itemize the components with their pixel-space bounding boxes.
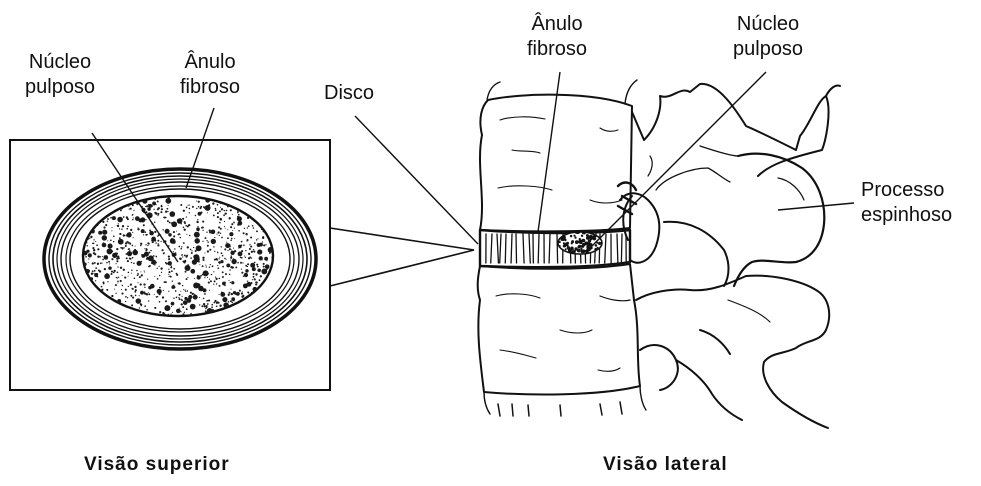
magnify-connector: [330, 228, 474, 286]
lateral-disc: [480, 230, 630, 267]
caption-superior: Visão superior: [84, 454, 230, 476]
lateral-view: [478, 80, 840, 428]
lower-posterior-elements: [636, 276, 829, 428]
upper-posterior-elements: [632, 84, 829, 176]
spinous-process: [734, 154, 824, 286]
leader-top-annulus: [186, 108, 214, 188]
disc-label: Disco: [324, 81, 374, 106]
top-view-inset: [10, 108, 474, 390]
leader-lateral-annulus: [538, 72, 560, 232]
caption-lateral: Visão lateral: [603, 454, 728, 476]
leader-spinous: [778, 203, 854, 210]
upper-vertebral-body: [480, 95, 632, 232]
disc-annulus-lamellae: [486, 234, 626, 263]
lower-vertebral-body: [478, 264, 640, 394]
leader-disc: [355, 116, 478, 244]
